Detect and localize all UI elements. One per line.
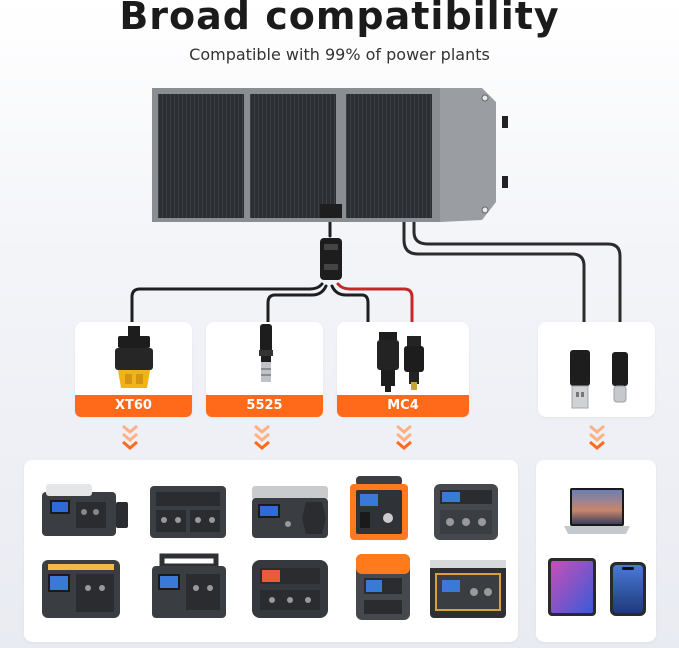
usb-c-cable [412,214,622,352]
power-station-2-icon [150,486,226,538]
usb-a-connector-icon [570,350,590,409]
usb-c-connector-icon [612,352,628,403]
chevron-down-icon [396,424,412,450]
solar-panel [150,86,520,240]
connector-label-xt60: XT60 [75,395,192,417]
mc4-connector-icon [377,332,424,392]
chevron-down-icon [254,424,270,450]
page-subtitle: Compatible with 99% of power plants [189,45,490,64]
connector-card-mc4: MC4 [337,322,469,417]
dc5525-connector-icon [259,324,273,382]
power-station-1-icon [42,484,128,536]
page-title: Broad compatibility [119,0,560,38]
power-station-10-icon [430,560,506,618]
connector-label-mc4: MC4 [337,395,469,417]
dc5525-cable [266,284,328,326]
smartphone-icon [610,562,646,616]
mc4-black-cable [330,284,370,332]
power-station-3-icon [252,486,328,538]
y-splitter-icon [320,238,342,280]
power-station-8-icon [252,560,328,618]
connector-card-5525: 5525 [206,322,323,417]
chevron-down-icon [122,424,138,450]
power-station-6-icon [42,560,120,618]
power-station-9-icon [356,554,410,620]
laptop-icon [564,488,630,534]
solar-panel-icon [152,88,508,222]
chevron-down-icon [589,424,605,450]
power-station-card [24,460,518,642]
xt60-connector-icon [115,326,153,388]
tablet-icon [548,558,596,616]
connector-card-xt60: XT60 [75,322,192,417]
power-station-4-icon [350,476,408,540]
power-station-5-icon [434,484,498,540]
power-station-7-icon [152,553,226,618]
connector-card-usb [538,322,655,417]
usb-a-cable [402,214,586,350]
electronics-card [536,460,656,642]
mc4-red-cable [336,282,414,332]
xt60-cable [130,282,324,330]
connector-label-5525: 5525 [206,395,323,417]
